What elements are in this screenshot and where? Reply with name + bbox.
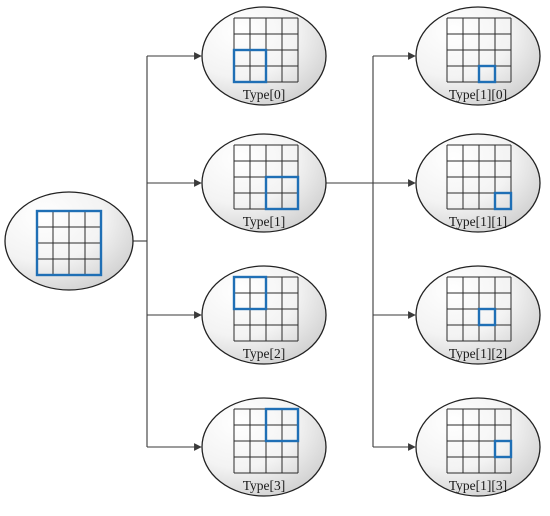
type-1-1-node-highlight-block — [493, 191, 513, 211]
type-1-1-node-label: Type[1][1] — [449, 214, 507, 229]
type-1-2-node: Type[1][2] — [415, 265, 541, 365]
type-3-node-highlight-block — [264, 407, 300, 443]
connector-lines — [133, 52, 416, 451]
type-1-2-node-grid — [446, 276, 512, 342]
type-1-node: Type[1] — [201, 133, 327, 233]
tree-nodes: Type[0] Type[1] Type[2] Type[3] Type[1][0] Ty… — [4, 6, 541, 497]
root-node-highlight-block — [35, 209, 103, 277]
type-1-1-node: Type[1][1] — [415, 133, 541, 233]
type-1-2-node-label: Type[1][2] — [449, 346, 507, 361]
type-1-node-highlight-block — [264, 175, 300, 211]
type-3-node-ellipse — [201, 397, 327, 497]
type-1-node-label: Type[1] — [243, 214, 286, 229]
type-2-node: Type[2] — [201, 265, 327, 365]
type-1-3-node: Type[1][3] — [415, 397, 541, 497]
type-2-node-highlight-block — [232, 275, 268, 311]
type-1-3-node-highlight-block — [493, 439, 513, 459]
type-1-3-node-label: Type[1][3] — [449, 478, 507, 493]
type-0-node-highlight-block — [232, 48, 268, 84]
type-1-0-node: Type[1][0] — [415, 6, 541, 106]
type-1-2-node-highlight-block — [477, 307, 497, 327]
root-node — [4, 191, 134, 291]
type-2-node-label: Type[2] — [243, 346, 286, 361]
type-3-node: Type[3] — [201, 397, 327, 497]
type-1-node-ellipse — [201, 133, 327, 233]
type-0-node: Type[0] — [201, 6, 327, 106]
type-3-node-label: Type[3] — [243, 478, 286, 493]
type-1-0-node-label: Type[1][0] — [449, 87, 507, 102]
type-1-0-node-highlight-block — [477, 64, 497, 84]
type-0-node-label: Type[0] — [243, 87, 286, 102]
